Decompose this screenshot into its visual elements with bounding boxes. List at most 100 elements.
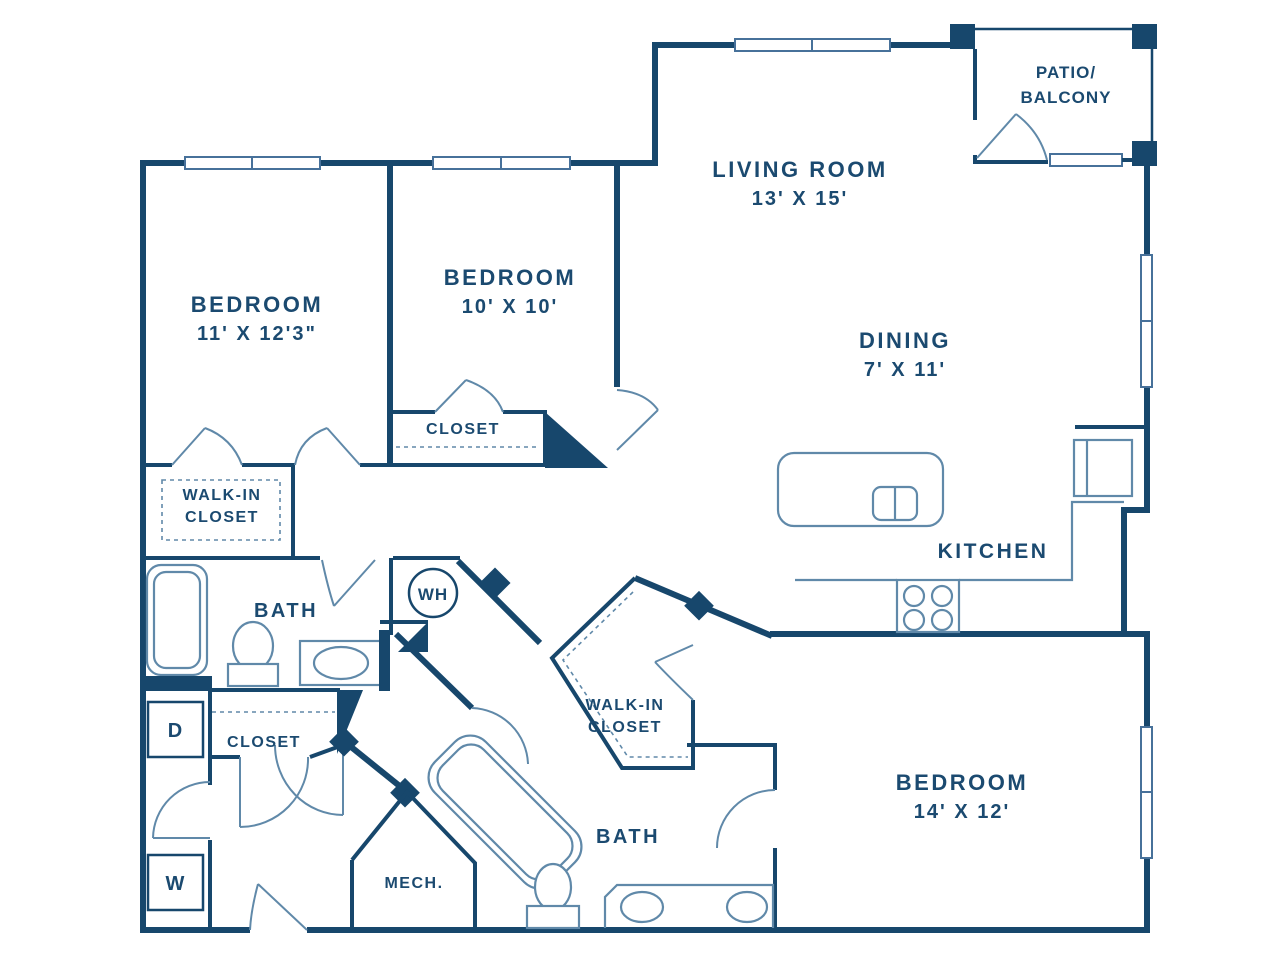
living-room-label: LIVING ROOM 13' X 15'	[712, 157, 887, 210]
living-room-window	[734, 38, 813, 52]
windows	[184, 38, 1153, 859]
patio-post	[950, 24, 975, 49]
bedroom1-door	[171, 427, 243, 466]
dining-name: DINING	[859, 328, 951, 353]
kitchen-island	[776, 451, 945, 528]
dining-label: DINING 7' X 11'	[859, 328, 951, 381]
sink	[725, 890, 769, 924]
patio-slider-window	[1049, 153, 1123, 167]
washer-label: W	[166, 873, 185, 895]
patio-door-arc	[1015, 113, 1048, 161]
dining-window	[1140, 254, 1153, 322]
patio-label: PATIO/ BALCONY	[1020, 63, 1111, 107]
wall-wedge	[545, 412, 608, 468]
bedroom3-window	[1140, 726, 1153, 793]
bathtub	[145, 563, 209, 677]
bath2-door-arc	[471, 707, 529, 765]
sink	[619, 890, 665, 924]
bedroom1-window	[251, 156, 321, 170]
walkin-lower-line2: CLOSET	[588, 719, 662, 736]
bathtub-rim	[152, 570, 202, 670]
bedroom2-door	[616, 389, 659, 451]
hall-closet-door	[239, 756, 310, 828]
refrigerator	[1072, 438, 1134, 498]
hall-door	[294, 427, 361, 466]
dining-window	[1140, 320, 1153, 388]
patio-door-leaf	[976, 113, 1017, 159]
entry	[249, 883, 308, 931]
stove	[895, 578, 961, 634]
bedroom2-name: BEDROOM	[444, 265, 576, 290]
water-heater-closet: WH	[380, 556, 543, 652]
living-room-window	[811, 38, 891, 52]
bath2-label: BATH	[596, 826, 660, 848]
washer	[146, 853, 205, 912]
dryer-label: D	[168, 720, 182, 742]
patio-post	[1132, 24, 1157, 49]
water-heater	[407, 567, 459, 619]
bedroom3-name: BEDROOM	[896, 770, 1028, 795]
patio-label-line2: BALCONY	[1020, 88, 1111, 107]
bedroom2-closet-label: CLOSET	[426, 421, 500, 438]
walkin-upper-line1: WALK-IN	[183, 487, 262, 504]
hall-door	[274, 744, 344, 816]
bedroom3-door-arc	[716, 789, 776, 849]
burner	[902, 584, 926, 608]
bath1: BATH	[140, 559, 390, 691]
burner	[930, 584, 954, 608]
living-dims: 13' X 15'	[752, 188, 848, 210]
kitchen: KITCHEN	[770, 438, 1147, 637]
patio-label-line1: PATIO/	[1036, 63, 1096, 82]
bedroom2-closet-door	[434, 379, 504, 413]
wall-block	[379, 630, 390, 691]
bath1-label: BATH	[254, 600, 318, 622]
wall-post	[684, 590, 714, 621]
wall-block	[140, 676, 212, 691]
laundry-door	[152, 781, 211, 839]
bedroom1-dims: 11' X 12'3"	[197, 323, 317, 345]
counter	[959, 500, 1124, 582]
toilet-bowl	[533, 862, 573, 912]
walkin-lower-door	[654, 644, 694, 701]
walkin-lower-line1: WALK-IN	[586, 697, 665, 714]
wall-post	[479, 567, 511, 599]
toilet-tank	[226, 662, 280, 688]
bedroom2-window	[432, 156, 502, 170]
dryer	[146, 700, 205, 759]
vanity	[603, 883, 775, 928]
hall-closet-label: CLOSET	[227, 734, 301, 751]
living-name: LIVING ROOM	[712, 157, 887, 182]
bedroom3-label: BEDROOM 14' X 12'	[896, 770, 1028, 823]
walkin-closet-upper: WALK-IN CLOSET	[143, 465, 320, 560]
entry-door	[249, 883, 308, 931]
walkin-closet-lower: WALK-IN CLOSET	[549, 576, 695, 770]
laundry-area: D W	[146, 690, 212, 930]
kitchen-label: KITCHEN	[938, 540, 1049, 563]
hallway-walls	[329, 575, 774, 808]
bedroom2-window	[500, 156, 571, 170]
water-heater-label: WH	[418, 585, 448, 604]
mech-room: MECH.	[350, 788, 477, 930]
walkin-upper-line2: CLOSET	[185, 509, 259, 526]
bedroom3-window	[1140, 791, 1153, 859]
wall-post	[329, 726, 359, 757]
toilet-tank	[525, 904, 581, 930]
mech-label: MECH.	[384, 875, 443, 892]
dining-dims: 7' X 11'	[864, 359, 946, 381]
bedroom2: BEDROOM 10' X 10' CLOSET	[390, 163, 659, 468]
bath2: BATH	[427, 734, 777, 930]
bedroom1: BEDROOM 11' X 12'3"	[143, 163, 393, 467]
hall-closet: CLOSET	[210, 688, 363, 828]
bath1-door	[321, 559, 376, 607]
toilet-bowl	[231, 620, 275, 672]
burner	[902, 608, 926, 632]
bedroom1-window	[184, 156, 253, 170]
bedroom2-dims: 10' X 10'	[462, 296, 558, 318]
bedroom3-dims: 14' X 12'	[914, 801, 1010, 823]
burner	[930, 608, 954, 632]
sink	[312, 645, 370, 681]
patio-post	[1132, 141, 1157, 166]
bedroom1-name: BEDROOM	[191, 292, 323, 317]
